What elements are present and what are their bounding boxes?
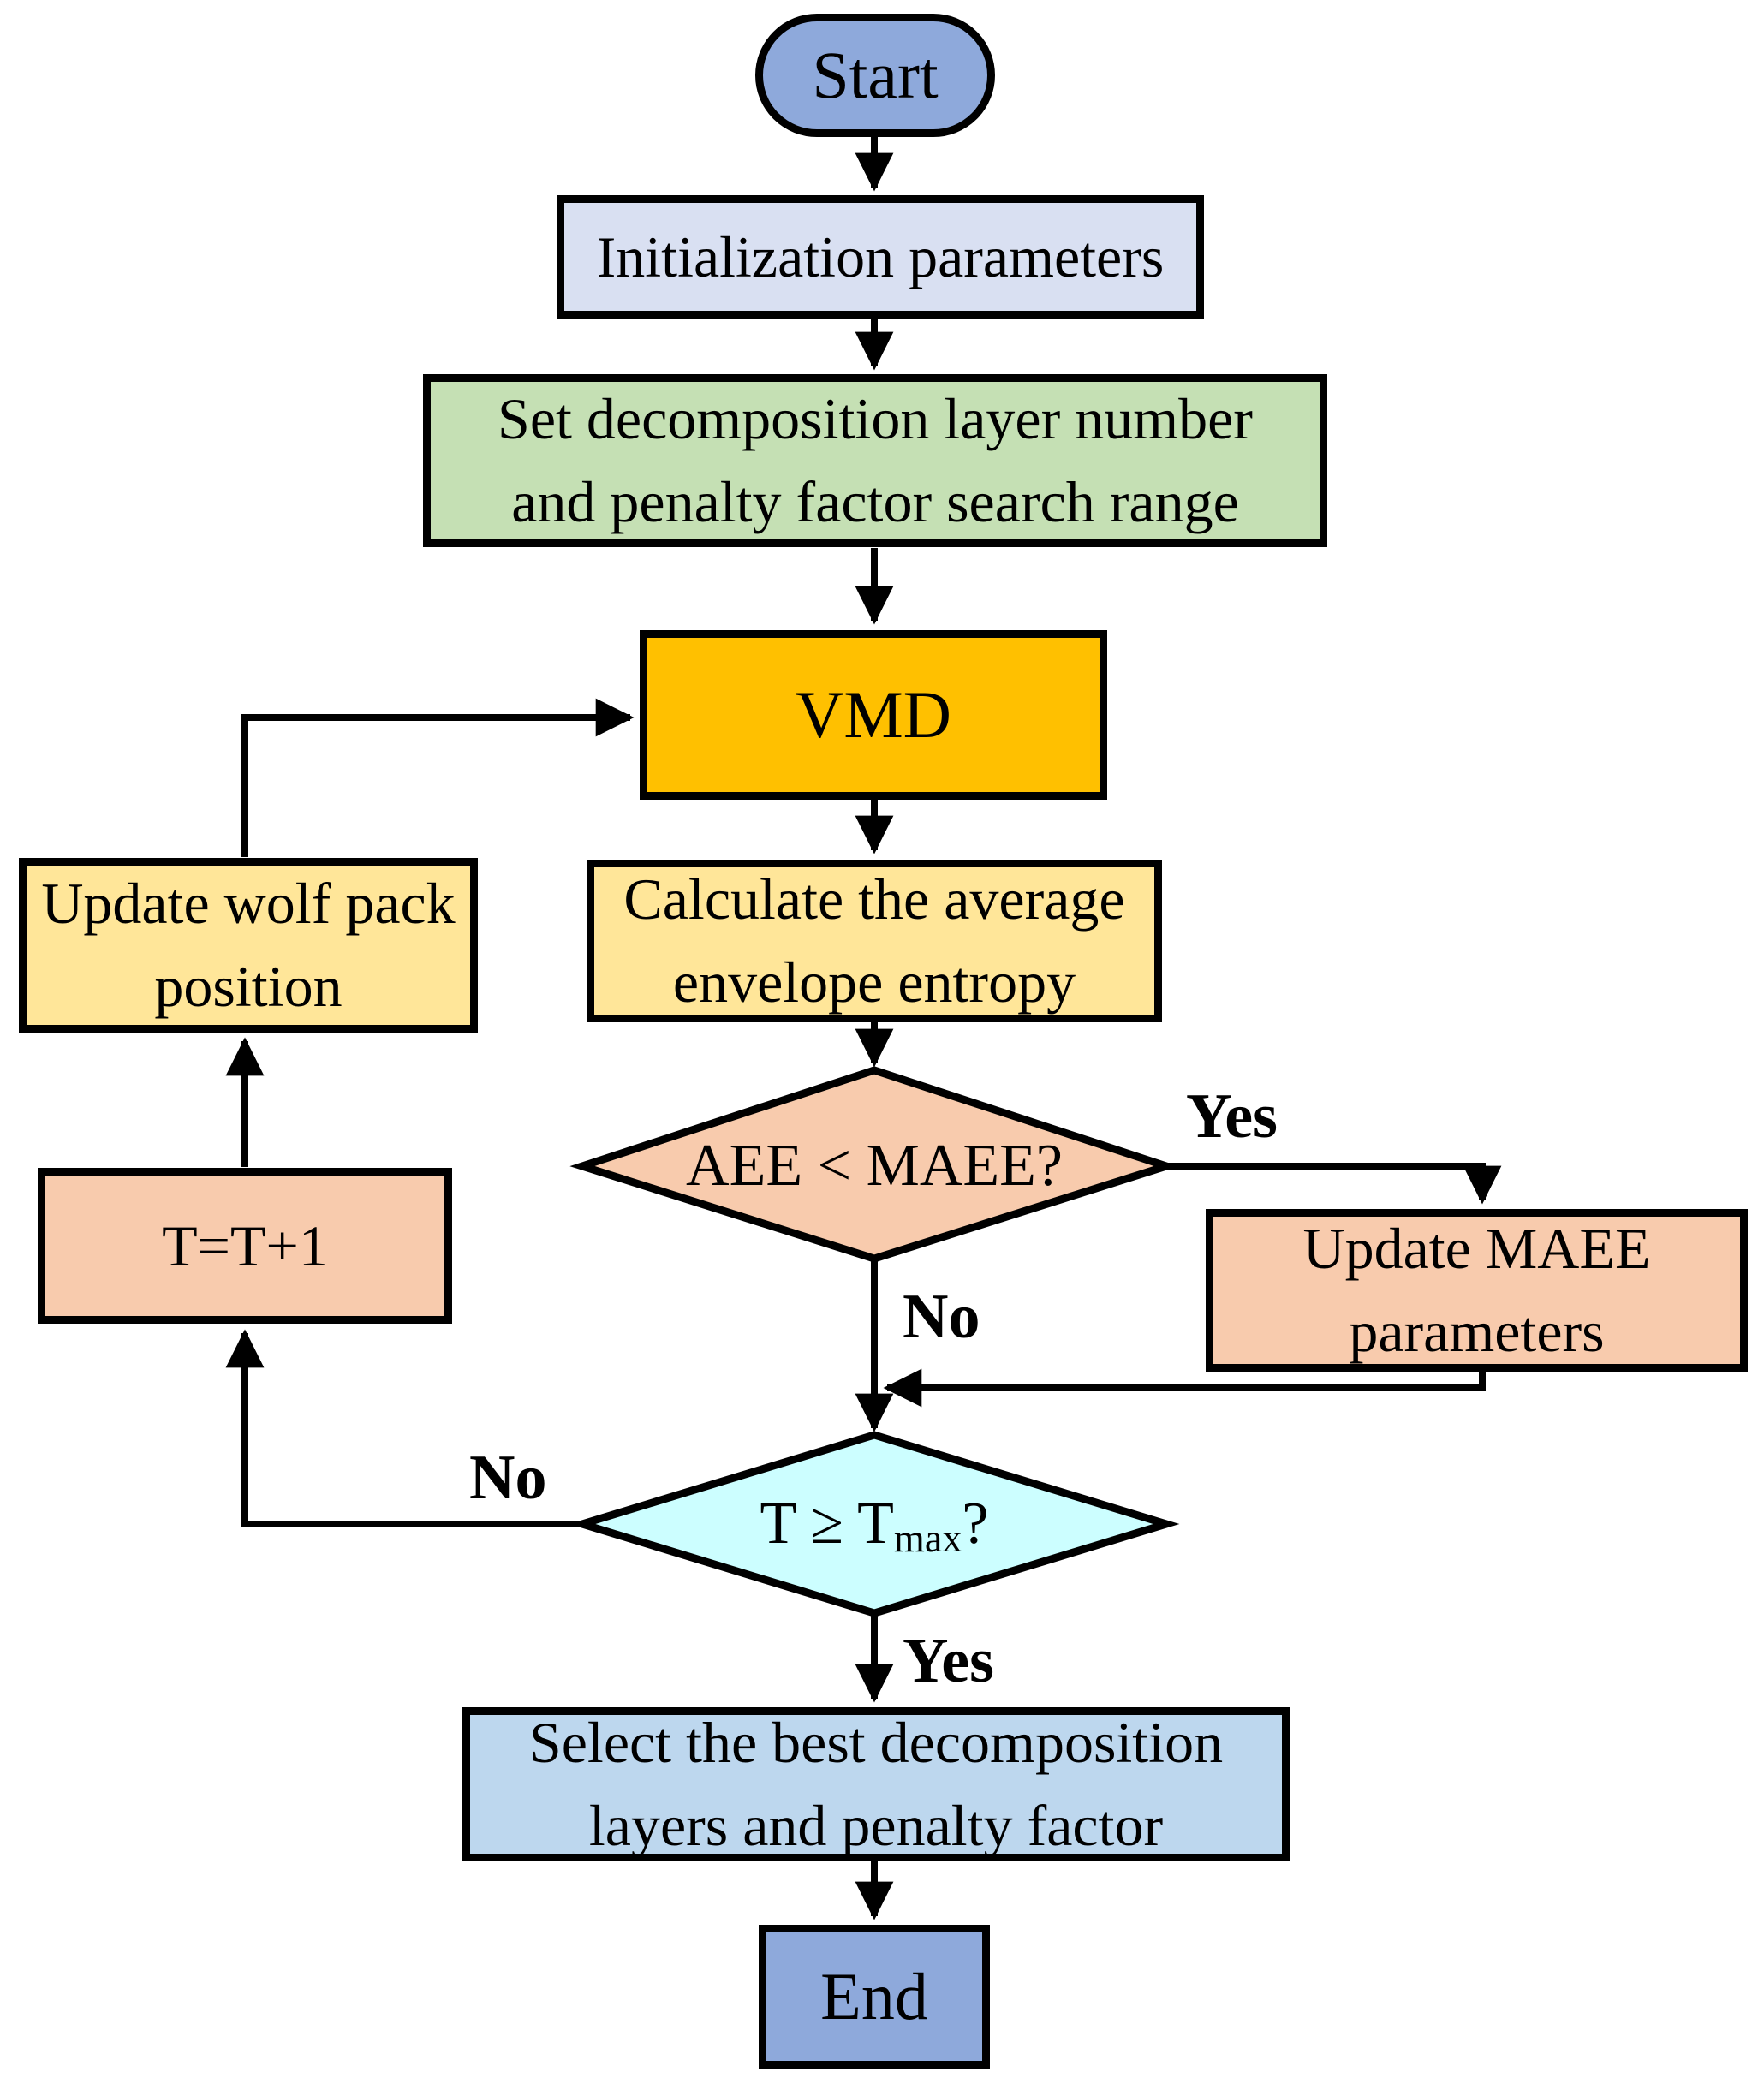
- node-update-wolf-line2: position: [154, 954, 343, 1019]
- node-start: Start: [755, 14, 995, 137]
- node-set-range-line1: Set decomposition layer number: [498, 386, 1253, 452]
- node-end: End: [759, 1925, 990, 2069]
- node-initialization-label: Initialization parameters: [596, 223, 1165, 289]
- decision-tmax-prefix: T ≥ T: [760, 1491, 894, 1557]
- node-update-maee: Update MAEE parameters: [1206, 1209, 1748, 1372]
- node-set-range-line2: and penalty factor search range: [511, 469, 1239, 534]
- node-calc-envelope-entropy: Calculate the average envelope entropy: [587, 860, 1162, 1022]
- node-set-range: Set decomposition layer number and penal…: [423, 374, 1327, 547]
- node-select-best-line1: Select the best decomposition: [528, 1710, 1224, 1776]
- decision-tmax-label: T ≥ Tmax?: [617, 1481, 1131, 1567]
- node-end-label: End: [820, 1958, 928, 2033]
- decision-aee-text: AEE < MAEE?: [686, 1133, 1063, 1199]
- node-update-maee-line1: Update MAEE: [1302, 1216, 1651, 1282]
- decision-tmax-subscript: max: [893, 1516, 962, 1561]
- node-calc-line2: envelope entropy: [672, 950, 1076, 1015]
- node-update-wolf-pack: Update wolf pack position: [19, 858, 478, 1033]
- node-increment-t-label: T=T+1: [162, 1212, 328, 1278]
- node-vmd: VMD: [640, 630, 1107, 800]
- node-update-wolf-line1: Update wolf pack: [41, 871, 456, 937]
- node-select-best-line2: layers and penalty factor: [588, 1793, 1164, 1858]
- edge-aee-yes-to-maee: [1166, 1163, 1502, 1205]
- node-calc-line1: Calculate the average: [623, 866, 1125, 932]
- edge-label-tmax-no: No: [469, 1443, 547, 1513]
- edge-label-aee-yes: Yes: [1186, 1081, 1278, 1152]
- node-initialization: Initialization parameters: [557, 195, 1204, 319]
- edge-label-aee-no: No: [903, 1282, 980, 1352]
- node-start-label: Start: [812, 37, 939, 112]
- edge-tmax-no-to-increment: [225, 1329, 582, 1527]
- node-update-maee-line2: parameters: [1349, 1299, 1605, 1364]
- decision-tmax-suffix: ?: [962, 1491, 989, 1557]
- edge-wolf-to-vmd: [241, 698, 635, 857]
- node-increment-t: T=T+1: [38, 1168, 452, 1324]
- node-vmd-label: VMD: [795, 676, 951, 752]
- node-select-best: Select the best decomposition layers and…: [462, 1707, 1290, 1861]
- edge-maee-return-junction: [883, 1368, 1486, 1408]
- decision-aee-label: AEE < MAEE?: [600, 1123, 1148, 1209]
- edge-label-tmax-yes: Yes: [903, 1626, 994, 1696]
- decision-tmax-text: T ≥ Tmax?: [760, 1490, 988, 1558]
